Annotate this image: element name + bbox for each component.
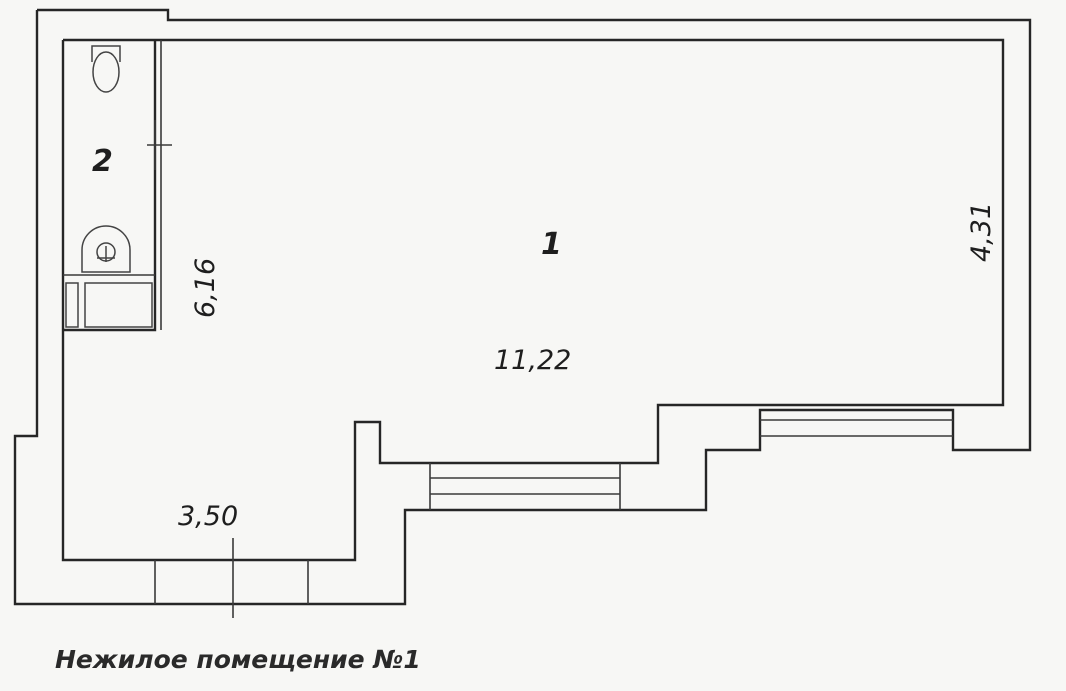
bath-fixture (63, 274, 155, 328)
width-bottom-label: 3,50 (178, 501, 238, 532)
room-1-label: 1 (541, 227, 562, 262)
window-left (429, 463, 621, 510)
sink-fixture (81, 225, 131, 273)
room-2-label: 2 (92, 144, 113, 179)
area-label: 11,22 (494, 345, 571, 376)
wc-partition (63, 40, 157, 332)
toilet-fixture (91, 45, 121, 93)
length-label: 6,16 (190, 258, 221, 318)
inner-wall (61, 38, 1005, 562)
outer-wall (13, 8, 1032, 606)
plan-caption: Нежилое помещение №1 (55, 645, 421, 674)
entrance-marks (154, 538, 309, 618)
width-right-label: 4,31 (966, 202, 997, 262)
window-right (760, 419, 953, 437)
